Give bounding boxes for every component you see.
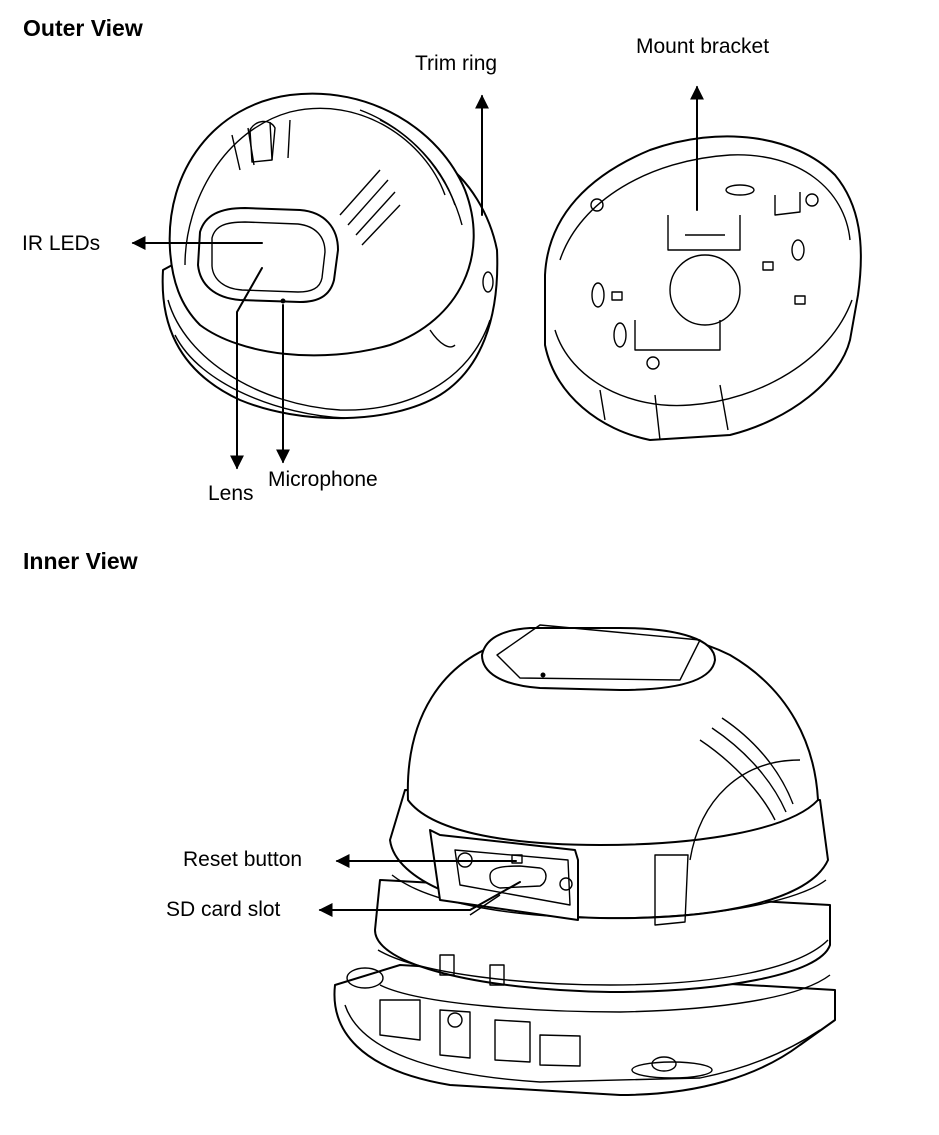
- mount-bracket-label: Mount bracket: [636, 35, 770, 58]
- inner-camera-drawing: [333, 624, 836, 1096]
- microphone-label: Microphone: [268, 468, 378, 491]
- reset-button-label: Reset button: [183, 848, 303, 871]
- inner-view-title: Inner View: [23, 548, 138, 574]
- lens-arrow: [230, 267, 263, 470]
- outer-view-title: Outer View: [23, 15, 143, 41]
- ir-leds-label: IR LEDs: [22, 232, 101, 255]
- outer-dome-camera: [161, 92, 499, 420]
- sd-card-slot-arrow: [318, 881, 521, 917]
- sd-card-slot-label: SD card slot: [166, 898, 281, 921]
- leader-lines: [131, 85, 704, 917]
- lens-label: Lens: [208, 482, 254, 505]
- mount-bracket-drawing: [544, 135, 862, 441]
- trim-ring-label: Trim ring: [415, 52, 498, 75]
